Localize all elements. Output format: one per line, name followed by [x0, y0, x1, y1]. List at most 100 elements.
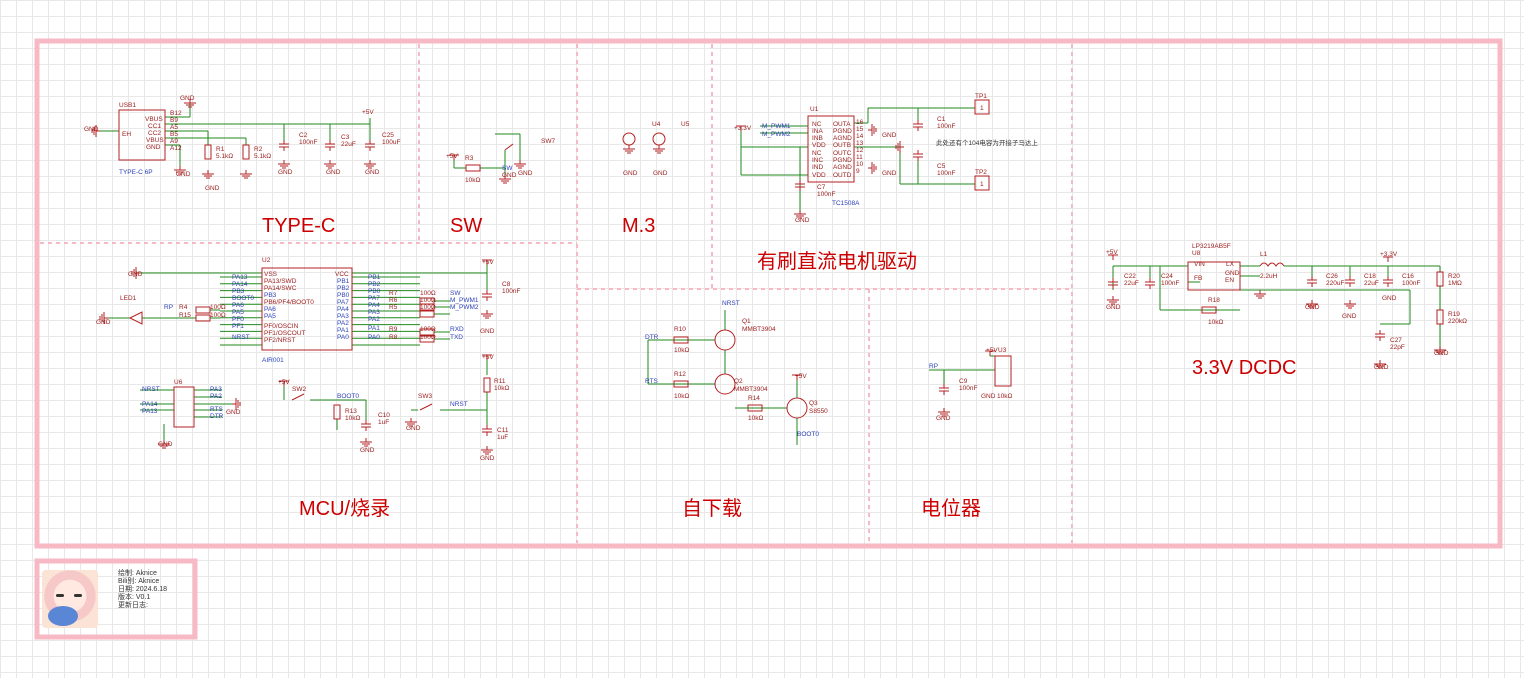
net-label: C8 [502, 281, 511, 288]
net-label: C9 [959, 378, 968, 385]
net-label: GND [278, 169, 293, 176]
net-label: PA5 [232, 309, 244, 316]
net-label: 1uF [497, 434, 508, 441]
net-label: U3 [998, 347, 1007, 354]
net-label: M_PWM1 [450, 297, 479, 304]
net-label: GND [882, 170, 897, 177]
net-label: VCC [335, 271, 349, 278]
net-label: A12 [170, 145, 182, 152]
net-label: CC2 [148, 130, 161, 137]
net-label: M_PWM1 [762, 123, 791, 130]
net-label: R5 [389, 304, 398, 311]
net-label: 10 [856, 161, 864, 168]
net-label: C1 [937, 116, 946, 123]
net-label: R11 [494, 378, 506, 385]
net-label: 10kΩ [1208, 319, 1223, 326]
net-label: SW7 [541, 138, 555, 145]
net-label: GND [406, 425, 421, 432]
net-label: PA7 [337, 299, 349, 306]
net-label: TP2 [975, 169, 987, 176]
net-label: PA14/SWC [264, 285, 297, 292]
net-label: PB1 [368, 274, 381, 281]
net-label: C24 [1161, 273, 1173, 280]
net-label: 1uF [378, 419, 389, 426]
net-label: PA2 [337, 320, 349, 327]
net-label: RTS [210, 406, 224, 413]
net-label: 12 [856, 147, 864, 154]
net-label: 100nF [1161, 280, 1179, 287]
net-label: SW [502, 165, 513, 172]
net-label: 100Ω [420, 326, 436, 333]
section-title-potentiometer: 电位器 [921, 498, 981, 520]
net-label: PF0/OSCIN [264, 323, 299, 330]
net-label: PF1/OSCOUT [264, 330, 306, 337]
net-label: GND [936, 415, 951, 422]
net-label: C22 [1124, 273, 1136, 280]
net-label: MMBT3904 [742, 326, 776, 333]
net-label: INC [812, 157, 824, 164]
net-label: VDD [812, 172, 826, 179]
net-label: DTR [645, 334, 659, 341]
net-label: PA13/SWD [264, 278, 297, 285]
net-label: NC [812, 150, 822, 157]
net-label: 1 [980, 181, 984, 188]
net-label: PB3 [264, 292, 277, 299]
net-label: 10kΩ [345, 415, 360, 422]
net-label: GND [360, 447, 375, 454]
net-label: PA5 [264, 313, 276, 320]
net-label: BOOT0 [232, 295, 254, 302]
net-label: PB2 [368, 281, 381, 288]
net-label: PA2 [368, 316, 380, 323]
net-label: PF2/NRST [264, 337, 295, 344]
net-label: AIR001 [262, 357, 284, 364]
title-block-bili: Bili别: Aknice [118, 578, 160, 585]
net-label: 100nF [937, 170, 955, 177]
title-block-drawer: 绘制: Aknice [118, 570, 157, 577]
net-label: 10kΩ [997, 393, 1012, 400]
net-label: GND [1225, 270, 1240, 277]
net-label: PB1 [337, 278, 350, 285]
net-label: 22uF [1364, 280, 1379, 287]
net-label: R18 [1208, 297, 1220, 304]
net-label: VBUS [146, 137, 164, 144]
net-label: SW2 [292, 386, 306, 393]
net-label: 100nF [299, 139, 317, 146]
net-label: PB6/PF4/BOOT0 [264, 299, 314, 306]
net-label: PA0 [337, 334, 349, 341]
net-label: Q1 [742, 318, 751, 325]
title-block-changelog: 更新日志: [118, 602, 148, 609]
net-label: TC1508A [832, 200, 860, 207]
net-label: B9 [170, 117, 178, 124]
net-label: 10kΩ [494, 385, 509, 392]
net-label: 22uF [1124, 280, 1139, 287]
net-label: GND [180, 95, 195, 102]
net-label: PGND [833, 157, 852, 164]
net-label: R4 [179, 304, 188, 311]
net-label: C10 [378, 412, 390, 419]
net-label: GND [518, 170, 533, 177]
net-label: USB1 [119, 102, 136, 109]
net-label: +5V [1106, 249, 1118, 256]
net-label: SW [450, 290, 461, 297]
net-label: GND [502, 172, 517, 179]
net-label: +5V [795, 373, 807, 380]
net-label: M_PWM2 [450, 304, 479, 311]
title-block-text: 绘制: Aknice Bili别: Aknice 日期: 2024.6.18 版… [118, 570, 167, 610]
net-label: VIN [1194, 261, 1205, 268]
net-label: 10kΩ [465, 177, 480, 184]
net-label: U5 [681, 121, 690, 128]
net-label: Q3 [809, 400, 818, 407]
net-label: C2 [299, 132, 308, 139]
net-label: 22uF [341, 141, 356, 148]
net-label: +5V [986, 347, 998, 354]
components [118, 99, 1444, 436]
net-label: 100nF [817, 191, 835, 198]
net-label: GND [795, 217, 810, 224]
net-label: RTS [645, 378, 659, 385]
net-label: 100Ω [420, 290, 436, 297]
net-label: RXD [450, 326, 464, 333]
net-label: 11 [856, 154, 863, 161]
